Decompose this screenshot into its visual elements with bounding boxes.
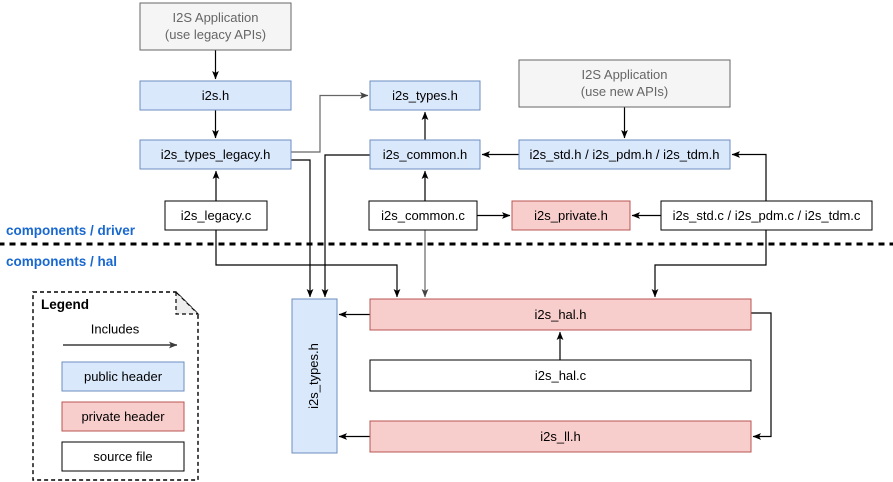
node-label-i2s_types_h_vertical: i2s_types.h: [306, 343, 321, 409]
node-i2s_hal_c[interactable]: i2s_hal.c: [369, 359, 752, 392]
legend-includes-label: Includes: [91, 321, 140, 336]
legend-label-private: private header: [81, 409, 165, 424]
edges-layer: [212, 50, 772, 440]
node-box-i2s_hal_c: [369, 359, 752, 392]
edge-common-h-to-types-h-vertical: [321, 154, 370, 298]
edge-std-c-to-std-h: [731, 151, 767, 201]
node-label-app_legacy-line1: I2S Application: [172, 10, 258, 25]
legend-title: Legend: [41, 297, 89, 312]
node-i2s_common_h[interactable]: i2s_common.h: [369, 139, 481, 170]
legend-swatch-source: [61, 441, 185, 472]
node-i2s_types_h_top[interactable]: i2s_types.h: [369, 80, 481, 111]
node-label-i2s_types_legacy_h: i2s_types_legacy.h: [161, 147, 271, 162]
node-box-i2s_common_c: [368, 200, 478, 231]
node-label-i2s_types_h_top: i2s_types.h: [392, 88, 458, 103]
node-label-i2s_legacy_c: i2s_legacy.c: [181, 208, 252, 223]
node-box-app_new: [518, 59, 731, 108]
node-label-app_legacy-line2: (use legacy APIs): [165, 27, 266, 42]
node-i2s_std_h[interactable]: i2s_std.h / i2s_pdm.h / i2s_tdm.h: [518, 139, 731, 170]
node-box-i2s_std_c: [660, 200, 873, 231]
legend-item-source: source file: [61, 441, 185, 472]
node-box-i2s_types_h_vertical: [291, 298, 338, 454]
node-i2s_private_h[interactable]: i2s_private.h: [511, 200, 631, 231]
node-label-i2s_h: i2s.h: [202, 88, 229, 103]
node-box-i2s_ll_h: [369, 420, 752, 453]
node-i2s_hal_h[interactable]: i2s_hal.h: [369, 298, 752, 331]
node-label-i2s_std_c: i2s_std.c / i2s_pdm.c / i2s_tdm.c: [673, 208, 861, 223]
node-label-i2s_common_h: i2s_common.h: [383, 147, 468, 162]
node-i2s_ll_h[interactable]: i2s_ll.h: [369, 420, 752, 453]
legend-label-public: public header: [84, 369, 163, 384]
node-label-i2s_private_h: i2s_private.h: [534, 208, 608, 223]
section-divider: components / driver components / hal: [0, 223, 893, 269]
node-box-i2s_hal_h: [369, 298, 752, 331]
node-i2s_std_c[interactable]: i2s_std.c / i2s_pdm.c / i2s_tdm.c: [660, 200, 873, 231]
node-box-i2s_std_h: [518, 139, 731, 170]
node-label-i2s_hal_c: i2s_hal.c: [535, 368, 587, 383]
edge-types-legacy-to-types-h-vertical: [291, 159, 314, 298]
node-label-i2s_ll_h: i2s_ll.h: [540, 429, 580, 444]
node-label-i2s_hal_h: i2s_hal.h: [534, 307, 586, 322]
node-box-i2s_types_legacy_h: [139, 139, 292, 170]
node-box-app_legacy: [139, 2, 292, 51]
node-label-i2s_common_c: i2s_common.c: [381, 208, 465, 223]
legend-swatch-public: [61, 361, 185, 392]
node-box-i2s_private_h: [511, 200, 631, 231]
edge-std-c-to-hal-h: [651, 230, 767, 298]
node-i2s_h[interactable]: i2s.h: [139, 80, 292, 111]
legend-item-public: public header: [61, 361, 185, 392]
section-label-driver: components / driver: [6, 223, 136, 238]
edge-types-legacy-to-types-h: [291, 92, 369, 153]
node-box-i2s_legacy_c: [164, 200, 268, 231]
legend-swatch-private: [61, 401, 185, 432]
node-app_new[interactable]: I2S Application (use new APIs): [518, 59, 731, 108]
node-box-i2s_common_h: [369, 139, 481, 170]
node-i2s_types_legacy_h[interactable]: i2s_types_legacy.h: [139, 139, 292, 170]
node-label-app_new-line1: I2S Application: [581, 67, 667, 82]
node-box-i2s_types_h_top: [369, 80, 481, 111]
node-app_legacy[interactable]: I2S Application (use legacy APIs): [139, 2, 292, 51]
node-box-i2s_h: [139, 80, 292, 111]
node-i2s_types_h_vertical[interactable]: i2s_types.h: [291, 298, 338, 454]
node-label-app_new-line2: (use new APIs): [581, 84, 668, 99]
legend-item-private: private header: [61, 401, 185, 432]
edge-legacy-c-to-hal-h: [215, 230, 401, 298]
section-label-hal: components / hal: [6, 254, 117, 269]
legend-label-source: source file: [93, 449, 152, 464]
node-i2s_common_c[interactable]: i2s_common.c: [368, 200, 478, 231]
edge-hal-h-to-ll-h: [751, 312, 772, 440]
node-i2s_legacy_c[interactable]: i2s_legacy.c: [164, 200, 268, 231]
legend-fold-corner: [175, 290, 200, 315]
nodes-layer: I2S Application(use legacy APIs)I2S Appl…: [139, 2, 873, 454]
node-label-i2s_std_h: i2s_std.h / i2s_pdm.h / i2s_tdm.h: [529, 147, 719, 162]
